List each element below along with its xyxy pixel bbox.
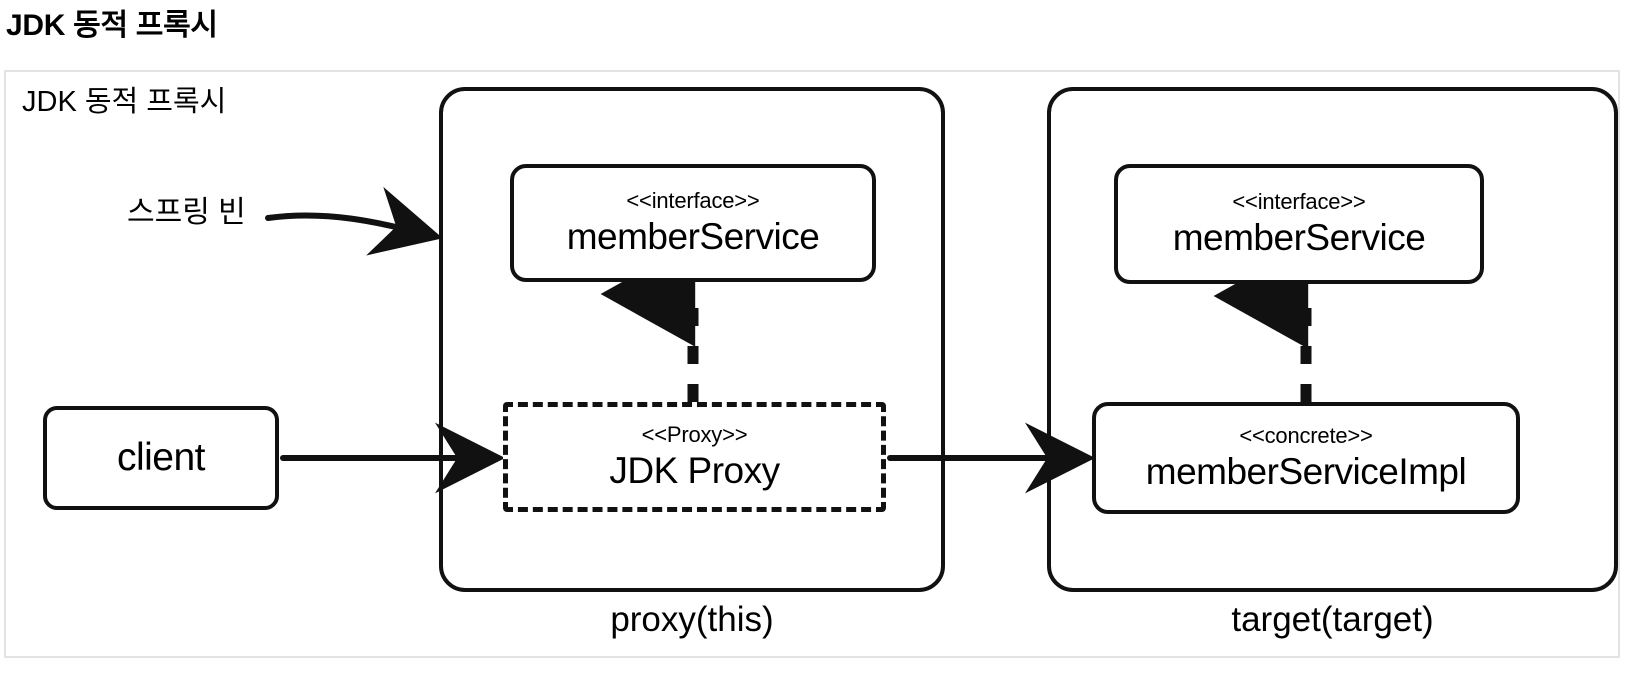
proxy-container[interactable] (439, 87, 945, 592)
connector-layer (265, 186, 1312, 494)
node-member-service-target[interactable]: <<interface>> memberService (1114, 164, 1484, 284)
node-name: memberService (1172, 216, 1426, 258)
node-name: JDK Proxy (609, 449, 780, 491)
target-container-caption: target(target) (1231, 600, 1434, 639)
page-title: JDK 동적 프록시 (6, 9, 218, 42)
node-jdk-proxy[interactable]: <<Proxy>> JDK Proxy (503, 402, 886, 512)
edge-spring-bean-to-proxy (265, 186, 443, 256)
node-stereotype: <<interface>> (1232, 188, 1366, 214)
node-member-service-proxy[interactable]: <<interface>> memberService (510, 164, 876, 282)
proxy-container-caption: proxy(this) (610, 600, 774, 639)
spring-bean-label: 스프링 빈 (127, 196, 246, 229)
figure-caption: JDK 동적 프록시 (22, 86, 227, 118)
node-stereotype: <<Proxy>> (641, 421, 748, 447)
node-name: memberService (566, 215, 820, 257)
node-stereotype: <<concrete>> (1239, 422, 1373, 448)
node-client[interactable]: client (43, 406, 279, 510)
node-client-label: client (116, 436, 206, 479)
figure-frame: JDK 동적 프록시 (4, 70, 1620, 658)
node-stereotype: <<interface>> (626, 187, 760, 213)
target-container[interactable] (1047, 87, 1618, 592)
node-member-service-impl[interactable]: <<concrete>> memberServiceImpl (1092, 402, 1520, 514)
node-name: memberServiceImpl (1145, 450, 1467, 492)
